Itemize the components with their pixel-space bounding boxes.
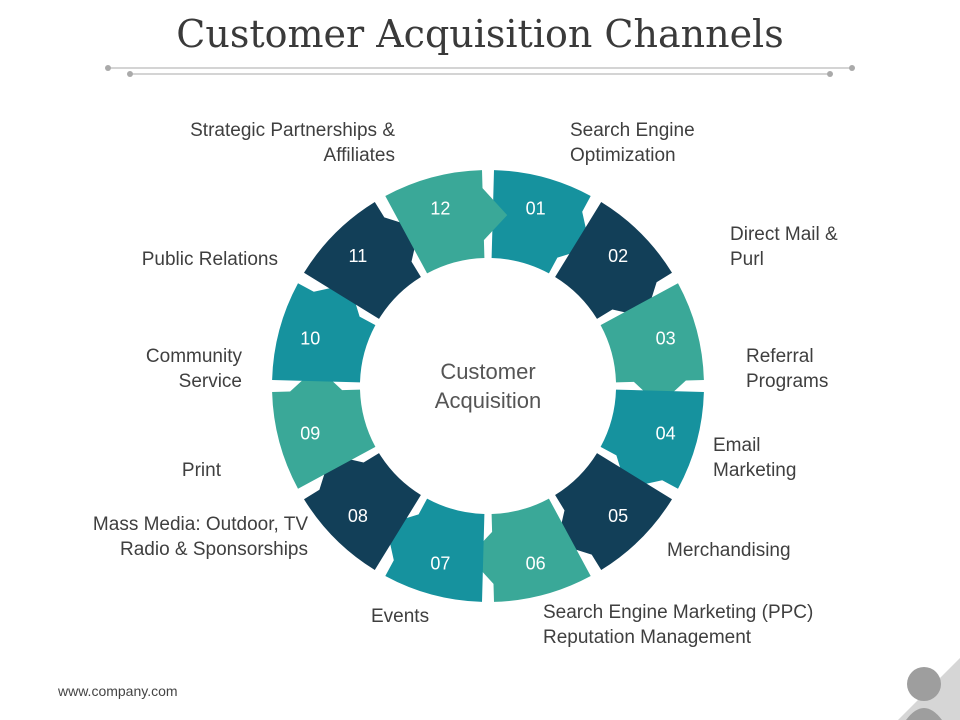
segment-number-05: 05 [608, 506, 628, 526]
ring-segment-03 [600, 283, 704, 406]
ring-segment-04 [600, 389, 704, 489]
segment-number-11: 11 [349, 246, 368, 266]
ring-segment-02 [555, 202, 672, 319]
segment-number-12: 12 [430, 198, 450, 218]
title-divider [105, 65, 855, 77]
channel-label-12: Strategic Partnerships & Affiliates [190, 120, 395, 166]
segment-number-10: 10 [300, 328, 320, 348]
ring-segment-09 [272, 366, 376, 489]
divider-dot [827, 71, 833, 77]
center-label: Customer Acquisition [434, 359, 542, 413]
footer-url: www.company.com [58, 683, 178, 699]
channel-label-01: Search Engine Optimization [570, 120, 695, 166]
segment-number-07: 07 [430, 554, 450, 574]
channel-label-09: Print [181, 460, 221, 481]
ring-segment-12 [385, 170, 508, 274]
segment-number-08: 08 [348, 506, 368, 526]
segment-number-09: 09 [300, 424, 320, 444]
channel-label-05: Merchandising [667, 540, 791, 561]
divider-dot [849, 65, 855, 71]
segment-number-01: 01 [526, 198, 546, 218]
ring-segment-10 [272, 283, 376, 383]
ring-segment-06 [468, 498, 591, 602]
channel-label-08: Mass Media: Outdoor, TV Radio & Sponsors… [92, 514, 308, 560]
corner-logo-placeholder [898, 658, 960, 720]
ring-segment-08 [304, 453, 421, 570]
channel-label-10: Community Service [145, 346, 242, 392]
ring-segment-11 [304, 202, 421, 319]
channel-label-06: Search Engine Marketing (PPC) Reputation… [543, 602, 814, 648]
channel-label-04: Email Marketing [713, 435, 797, 481]
segment-number-02: 02 [608, 246, 628, 266]
ring-segment-01 [491, 170, 591, 274]
segment-number-03: 03 [656, 328, 676, 348]
channel-label-07: Events [371, 606, 430, 627]
channel-label-02: Direct Mail & Purl [730, 224, 838, 270]
divider-dot [105, 65, 111, 71]
ring-segment-05 [555, 453, 672, 570]
slide-title: Customer Acquisition Channels [176, 12, 784, 56]
segment-number-04: 04 [656, 424, 676, 444]
channel-label-03: Referral Programs [746, 346, 829, 392]
channel-label-11: Public Relations [141, 249, 278, 270]
ring-segment-07 [385, 498, 485, 602]
segment-number-06: 06 [526, 554, 546, 574]
divider-dot [127, 71, 133, 77]
